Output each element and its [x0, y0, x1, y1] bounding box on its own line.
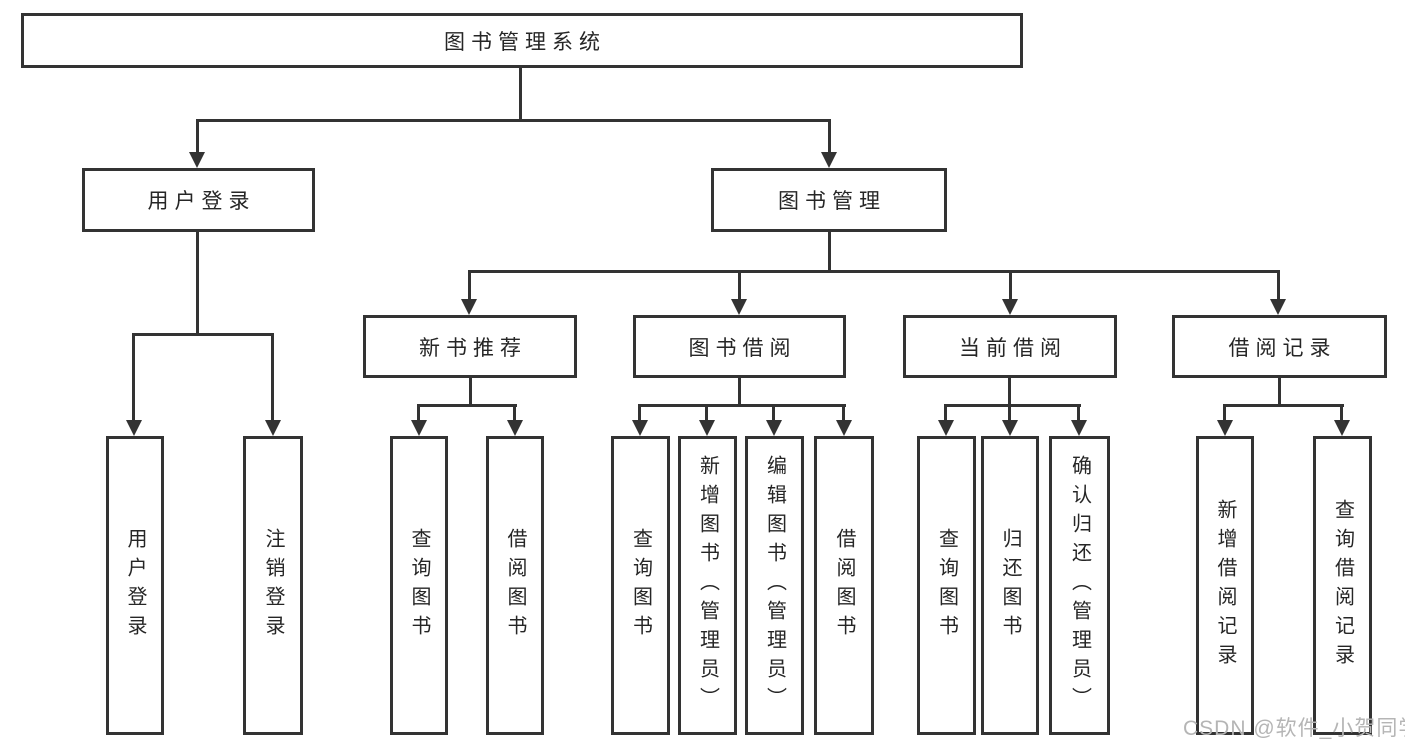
edge-to-book-borrow — [738, 270, 741, 301]
node-leaf-borrow-books-1: 借阅图书 — [486, 436, 544, 735]
node-label: 新增借阅记录 — [1214, 498, 1236, 673]
arrowhead-logout-leaf — [265, 420, 281, 436]
arrowhead-record-child2 — [1334, 420, 1350, 436]
node-label: 借阅记录 — [1228, 336, 1337, 360]
arrowhead-user-login-leaf — [126, 420, 142, 436]
arrowhead-new-book — [461, 299, 477, 315]
arrowhead-borrow-child2 — [699, 420, 715, 436]
node-label: 确认归还（管理员） — [1068, 455, 1091, 716]
node-label: 查询借阅记录 — [1331, 498, 1354, 673]
node-leaf-query-books-3: 查询图书 — [917, 436, 976, 735]
edge-borrow-child3 — [772, 404, 775, 422]
node-borrowing-records: 借阅记录 — [1172, 315, 1387, 378]
node-leaf-query-borrow-record: 查询借阅记录 — [1313, 436, 1372, 735]
edge-borrow-child2 — [705, 404, 708, 422]
edge-current-child1 — [944, 404, 947, 422]
node-leaf-borrow-books-2: 借阅图书 — [814, 436, 874, 735]
edge-record-child2 — [1340, 404, 1343, 422]
node-current-borrowing: 当前借阅 — [903, 315, 1117, 378]
edge-to-user-login — [196, 119, 199, 154]
node-label: 借阅图书 — [504, 527, 526, 644]
node-book-borrowing: 图书借阅 — [633, 315, 846, 378]
node-leaf-return-books: 归还图书 — [981, 436, 1039, 735]
node-label: 归还图书 — [999, 527, 1021, 644]
edge-current-stem — [1008, 377, 1011, 407]
node-leaf-query-books-1: 查询图书 — [390, 436, 448, 735]
arrowhead-newbook-child1 — [411, 420, 427, 436]
edge-current-bar — [945, 404, 1081, 407]
arrowhead-borrow-child1 — [632, 420, 648, 436]
node-label: 新书推荐 — [419, 336, 527, 360]
arrowhead-current-child1 — [938, 420, 954, 436]
edge-to-book-management — [828, 119, 831, 154]
edge-to-logout-leaf — [271, 333, 274, 422]
node-library-management-system: 图书管理系统 — [21, 13, 1023, 68]
edge-newbook-child1 — [417, 404, 420, 422]
edge-user-stem — [196, 231, 199, 336]
node-leaf-query-books-2: 查询图书 — [611, 436, 670, 735]
node-leaf-confirm-return-admin: 确认归还（管理员） — [1049, 436, 1110, 735]
node-label: 用户登录 — [124, 527, 146, 644]
csdn-watermark: CSDN @软件_小贺同学 — [1183, 717, 1405, 740]
edge-to-borrow-record — [1277, 270, 1280, 301]
node-label: 图书管理系统 — [444, 30, 606, 54]
edge-level3-bar — [468, 270, 1280, 273]
node-label: 新增图书（管理员） — [696, 455, 719, 716]
edge-record-bar — [1224, 404, 1344, 407]
edge-level1-bar — [196, 119, 831, 122]
node-label: 查询图书 — [408, 527, 430, 644]
edge-book-stem — [828, 231, 831, 273]
arrowhead-record-child1 — [1217, 420, 1233, 436]
arrowhead-book-management — [821, 152, 837, 168]
node-book-management: 图书管理 — [711, 168, 947, 232]
edge-root-stem — [519, 68, 522, 121]
node-leaf-logout: 注销登录 — [243, 436, 303, 735]
edge-to-new-book — [468, 270, 471, 301]
edge-user-bar — [133, 333, 274, 336]
node-leaf-user-login: 用户登录 — [106, 436, 164, 735]
node-user-login-group: 用户登录 — [82, 168, 315, 232]
edge-borrow-stem — [738, 377, 741, 407]
node-label: 图书管理 — [778, 190, 886, 213]
edge-to-user-login-leaf — [132, 333, 135, 422]
node-new-book-recommend: 新书推荐 — [363, 315, 577, 378]
edge-current-child3 — [1077, 404, 1080, 422]
arrowhead-user-login — [189, 152, 205, 168]
arrowhead-borrow-child3 — [766, 420, 782, 436]
edge-record-stem — [1278, 377, 1281, 407]
arrowhead-newbook-child2 — [507, 420, 523, 436]
edge-borrow-child1 — [638, 404, 641, 422]
arrowhead-book-borrow — [731, 299, 747, 315]
edge-borrow-child4 — [842, 404, 845, 422]
node-leaf-edit-books-admin: 编辑图书（管理员） — [745, 436, 804, 735]
arrowhead-current-child3 — [1071, 420, 1087, 436]
edge-newbook-stem — [469, 377, 472, 407]
edge-newbook-bar — [418, 404, 517, 407]
arrowhead-current-borrow — [1002, 299, 1018, 315]
node-label: 编辑图书（管理员） — [763, 455, 786, 716]
node-label: 注销登录 — [262, 527, 284, 644]
node-label: 用户登录 — [147, 190, 256, 213]
edge-to-current-borrow — [1009, 270, 1012, 301]
node-label: 借阅图书 — [833, 527, 855, 644]
edge-record-child1 — [1223, 404, 1226, 422]
edge-newbook-child2 — [513, 404, 516, 422]
edge-borrow-bar — [639, 404, 846, 407]
node-label: 图书借阅 — [688, 336, 797, 360]
arrowhead-borrow-child4 — [836, 420, 852, 436]
node-leaf-add-books-admin: 新增图书（管理员） — [678, 436, 737, 735]
node-label: 当前借阅 — [959, 336, 1067, 360]
node-label: 查询图书 — [629, 527, 652, 644]
edge-current-child2 — [1008, 404, 1011, 422]
node-leaf-add-borrow-record: 新增借阅记录 — [1196, 436, 1254, 735]
arrowhead-current-child2 — [1002, 420, 1018, 436]
arrowhead-borrow-record — [1270, 299, 1286, 315]
node-label: 查询图书 — [935, 527, 958, 644]
